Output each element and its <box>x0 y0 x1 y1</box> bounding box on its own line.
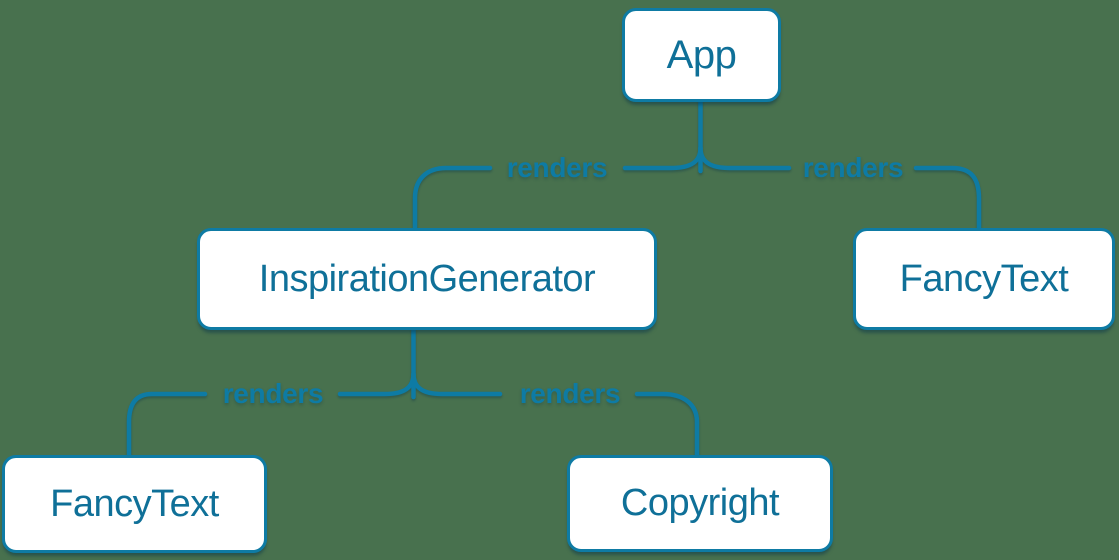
node-fancytext-top-label: FancyText <box>899 257 1069 300</box>
edge-app-to-inspirationgenerator-line <box>622 145 703 171</box>
edge-app-to-inspirationgenerator-line <box>412 165 493 231</box>
edge-label-renders-inspirationgenerator-fancytext: renders <box>222 378 324 409</box>
node-fancytext-bottom-label: FancyText <box>50 482 219 525</box>
node-fancytext-bottom: FancyText <box>2 455 267 553</box>
edge-app-to-fancytext-line <box>698 145 792 171</box>
edge-inspirationgenerator-to-fancytext-line <box>126 391 208 458</box>
node-app-label: App <box>666 32 737 77</box>
node-fancytext-top: FancyText <box>853 228 1115 330</box>
edge-inspirationgenerator-to-fancytext-line <box>337 371 416 397</box>
edge-app-to-fancytext-line <box>913 165 982 231</box>
node-inspirationgenerator-label: InspirationGenerator <box>258 257 596 300</box>
node-copyright-label: Copyright <box>620 482 780 524</box>
node-copyright: Copyright <box>567 455 833 552</box>
edge-label-renders-app-fancytext: renders <box>802 152 904 183</box>
edge-inspirationgenerator-to-copyright-line <box>634 391 700 458</box>
node-inspirationgenerator: InspirationGenerator <box>197 228 657 330</box>
edge-label-renders-inspirationgenerator-copyright: renders <box>519 378 621 409</box>
node-app: App <box>622 8 781 102</box>
edge-inspirationgenerator-to-copyright-line <box>411 371 503 397</box>
edge-label-renders-app-inspirationgenerator: renders <box>506 152 608 183</box>
